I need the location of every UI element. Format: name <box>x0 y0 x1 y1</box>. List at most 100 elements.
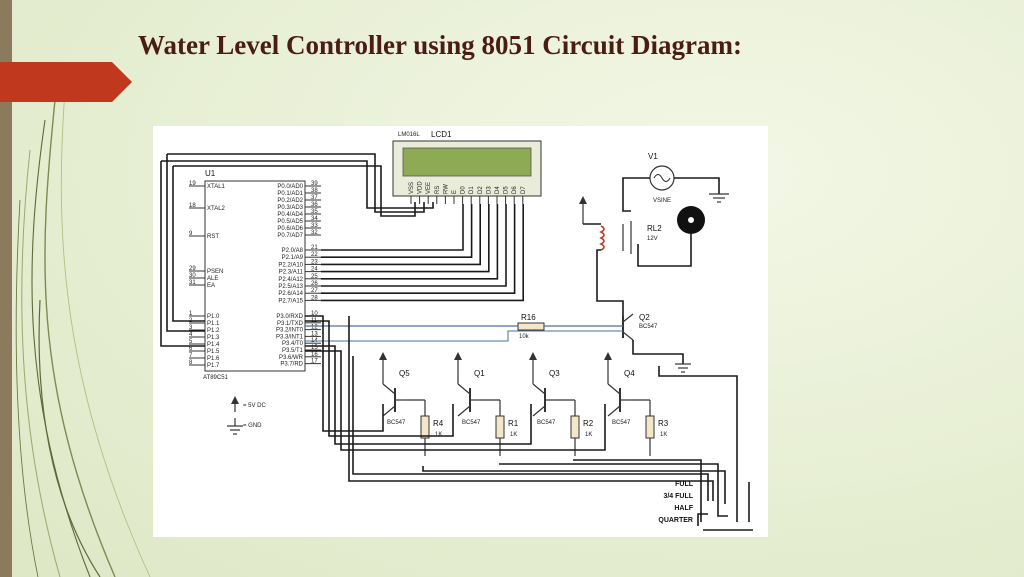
driver-q2: Q2 BC547 <box>622 313 658 341</box>
r16-value-label: 10k <box>519 334 530 340</box>
legend-gnd: = GND <box>243 423 262 429</box>
mcu-pin-number: 22 <box>311 252 318 258</box>
decorative-lines <box>15 89 151 577</box>
mcu-pin-number: 38 <box>311 188 318 194</box>
mcu-pin-name: P0.2/AD2 <box>277 198 303 204</box>
mcu-pin-number: 36 <box>311 202 318 208</box>
mcu-part-label: AT89C51 <box>203 375 229 381</box>
lcd-pin-name: D0 <box>461 186 467 194</box>
transistor-part-label: BC547 <box>462 420 481 426</box>
q2-ref-label: Q2 <box>639 313 650 322</box>
mcu-pin-number: 33 <box>311 223 318 229</box>
mcu-pin-number: 6 <box>189 346 193 352</box>
mcu-pin-name: P2.2/A10 <box>278 262 303 268</box>
mcu-pin-number: 25 <box>311 274 318 280</box>
lcd-pin-name: E <box>452 190 458 194</box>
resistor-ref-label: R1 <box>508 419 519 428</box>
lcd-pin-name: VSS <box>409 182 415 194</box>
source-part-label: VSINE <box>653 198 671 204</box>
mcu-pin-number: 8 <box>189 360 193 366</box>
mcu-pin-number: 12 <box>311 325 318 331</box>
lcd-pin-name: D7 <box>521 186 527 194</box>
mcu-pin-number: 1 <box>189 311 193 317</box>
mcu-pin-name: P2.7/A15 <box>278 298 303 304</box>
mcu-pin-number: 23 <box>311 259 318 265</box>
wire-motor-relay <box>637 234 692 267</box>
mcu-pin-name: P3.3/INT1 <box>276 334 304 340</box>
mcu-pin-number: 9 <box>189 231 193 237</box>
mcu-pin-name: P1.1 <box>207 321 220 327</box>
transistor-ref-label: Q5 <box>399 369 410 378</box>
legend-vcc: = 5V DC <box>243 403 267 409</box>
mcu-pin-name: P2.3/A11 <box>279 270 304 276</box>
mcu-pin-number: 15 <box>311 345 318 351</box>
mcu-pin-number: 28 <box>311 295 318 301</box>
lcd-part-label: LM016L <box>398 132 420 138</box>
level-label: QUARTER <box>658 517 693 524</box>
mcu-pin-number: 35 <box>311 209 318 215</box>
wire-p3-blue <box>305 330 623 342</box>
resistor-value-label: 1K <box>585 432 592 438</box>
wire-source-gnd <box>674 177 720 194</box>
transistor-part-label: BC547 <box>387 420 406 426</box>
mcu-pin-number: 5 <box>189 339 193 345</box>
mcu-pin-name: P1.3 <box>207 335 220 341</box>
wire-relay-q2 <box>596 249 624 316</box>
mcu-ref-label: U1 <box>205 169 216 178</box>
mcu-pin-number: 18 <box>189 203 196 209</box>
mcu-pin-number: 17 <box>311 359 318 365</box>
mcu-pin-number: 3 <box>189 325 193 331</box>
slide-title: Water Level Controller using 8051 Circui… <box>138 30 742 60</box>
circuit-diagram: .w { stroke:#1a1a1a; stroke-width:1.6; f… <box>153 126 768 537</box>
circuit-svg: .w { stroke:#1a1a1a; stroke-width:1.6; f… <box>160 130 753 531</box>
lcd-pin-name: VDD <box>418 181 424 194</box>
lcd-pin-name: VEE <box>426 182 432 194</box>
lcd-pin-name: D6 <box>512 186 518 194</box>
transistor-ref-label: Q3 <box>549 369 560 378</box>
mcu-pin-name: PSEN <box>207 269 223 275</box>
mcu-pin-name: P2.5/A13 <box>278 284 303 290</box>
lcd-pin-name: D2 <box>478 186 484 194</box>
lcd-ref-label: LCD1 <box>431 130 452 139</box>
lcd-pin-name: D5 <box>504 186 510 194</box>
relay-supply-arrow <box>579 196 587 224</box>
mcu-pin-number: 7 <box>189 353 193 359</box>
mcu-pin-number: 39 <box>311 181 318 187</box>
mcu-pin-name: P1.6 <box>207 356 220 362</box>
mcu-pin-name: P2.6/A14 <box>278 291 303 297</box>
mcu-pin-number: 24 <box>311 267 318 273</box>
mcu-pin-number: 10 <box>311 311 318 317</box>
mcu-pin-number: 31 <box>189 280 196 286</box>
transistor-part-label: BC547 <box>612 420 631 426</box>
mcu-pin-name: RST <box>207 234 219 240</box>
resistor-value-label: 1K <box>435 432 442 438</box>
mcu-pin-name: P0.1/AD1 <box>277 191 303 197</box>
wire-q2-gnd <box>632 340 684 364</box>
mcu-pin-number: 29 <box>189 266 196 272</box>
mcu-pin-name: P0.5/AD5 <box>277 219 303 225</box>
lcd-pin-name: RS <box>435 186 441 194</box>
source-ref-label: V1 <box>648 152 658 161</box>
left-border-bar <box>0 0 12 577</box>
title-accent-tab <box>0 62 132 102</box>
level-label: HALF <box>674 505 693 512</box>
mcu-pin-name: P1.4 <box>207 342 220 348</box>
mcu-pin-name: P1.5 <box>207 349 220 355</box>
mcu-pin-number: 13 <box>311 331 318 337</box>
mcu-pin-name: P1.2 <box>207 328 220 334</box>
resistor-value-label: 1K <box>660 432 667 438</box>
relay-value-label: 12V <box>647 236 658 242</box>
level-probe-wires <box>348 316 753 531</box>
lcd-pin-name: D4 <box>495 186 501 194</box>
mcu-pin-name: P2.4/A12 <box>278 277 303 283</box>
relay-rl2: RL2 12V <box>599 221 662 254</box>
